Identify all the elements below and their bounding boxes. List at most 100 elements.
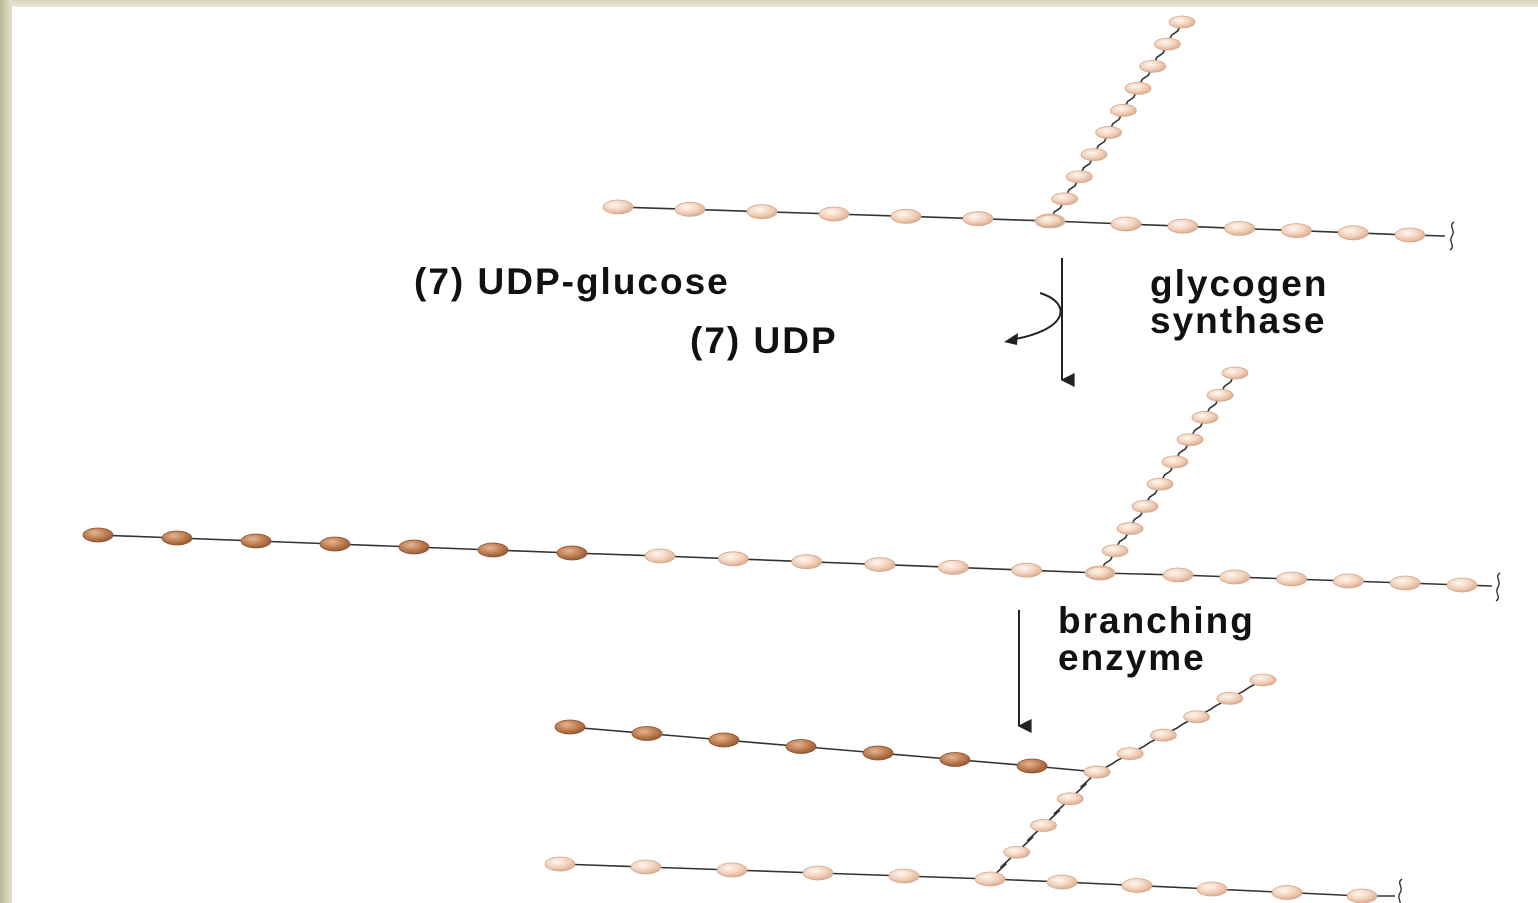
bottom-inner-branch-bond bbox=[1069, 771, 1098, 800]
reaction-arrows bbox=[1004, 258, 1075, 733]
glucose-residue bbox=[1162, 567, 1194, 583]
glucose-residue bbox=[746, 204, 778, 220]
glycogen-synthase-label-line1: glycogen bbox=[1150, 263, 1329, 304]
slide-frame-left bbox=[0, 0, 12, 903]
new-glucose-residue bbox=[319, 536, 351, 552]
glycogen-synthase-label-line2: synthase bbox=[1150, 300, 1327, 341]
udp-label: (7) UDP bbox=[690, 320, 838, 361]
slide-canvas bbox=[12, 7, 1538, 903]
glucose-residue bbox=[937, 559, 969, 575]
glucose-residue bbox=[1003, 845, 1031, 859]
glucose-residue bbox=[1139, 59, 1167, 73]
glucose-residue bbox=[630, 859, 662, 875]
glucose-residue bbox=[1030, 819, 1057, 832]
glucose-residue bbox=[1153, 37, 1181, 51]
new-glucose-residue bbox=[1016, 758, 1048, 774]
branching-enzyme-label-line2: enzyme bbox=[1058, 637, 1206, 678]
new-glucose-residue bbox=[939, 752, 971, 767]
glucose-residue bbox=[1446, 577, 1478, 593]
new-glucose-residue bbox=[631, 726, 663, 741]
glucose-residue bbox=[1221, 366, 1249, 380]
glucose-residue bbox=[1183, 710, 1210, 724]
glucose-residue bbox=[1389, 575, 1421, 591]
new-glucose-residue bbox=[708, 732, 740, 748]
glucose-residue bbox=[1271, 885, 1303, 900]
middle-chain-continuation bbox=[1495, 572, 1501, 602]
glucose-residue bbox=[717, 551, 749, 567]
glucose-residue bbox=[864, 557, 896, 572]
glucose-residue bbox=[818, 206, 850, 222]
glucose-residue bbox=[1206, 388, 1234, 402]
glucose-residue bbox=[1116, 747, 1144, 760]
glucose-residue bbox=[1161, 455, 1189, 469]
glucose-residue bbox=[974, 871, 1006, 887]
glucose-residue bbox=[1036, 214, 1064, 228]
glucose-residue bbox=[1224, 220, 1255, 236]
glucose-residue bbox=[1086, 566, 1114, 580]
new-glucose-residue bbox=[556, 545, 588, 561]
glucose-residue bbox=[1337, 225, 1369, 241]
bottom-inner-branch-bond bbox=[1042, 798, 1071, 827]
glucose-residue bbox=[1216, 692, 1244, 705]
new-glucose-residue bbox=[240, 533, 272, 549]
glucose-residue bbox=[890, 208, 922, 224]
glucose-residue bbox=[962, 211, 994, 227]
bottom-inner-branch-bond bbox=[1016, 824, 1045, 853]
glucose-residue bbox=[544, 856, 576, 872]
glucose-residue bbox=[1276, 571, 1307, 587]
glucose-residue bbox=[1109, 104, 1137, 117]
glucose-residue bbox=[1131, 499, 1159, 513]
glucose-residue bbox=[1056, 792, 1084, 806]
glucose-residue bbox=[1011, 562, 1043, 578]
glucose-residue bbox=[1168, 15, 1196, 29]
glucose-residue bbox=[1080, 148, 1108, 162]
new-glucose-residue bbox=[785, 739, 817, 754]
glucose-residue bbox=[1281, 223, 1312, 239]
new-glucose-residue bbox=[477, 542, 509, 558]
glucose-residue bbox=[1110, 216, 1142, 232]
glucose-residue bbox=[1124, 81, 1152, 95]
glucose-residue bbox=[1249, 673, 1277, 687]
glucose-residue bbox=[802, 865, 834, 881]
new-glucose-residue bbox=[554, 719, 586, 735]
glucose-residue bbox=[1176, 433, 1204, 447]
glucose-residue bbox=[1146, 477, 1174, 491]
glucose-residue bbox=[602, 199, 634, 215]
glucose-residue bbox=[716, 862, 748, 878]
glucose-residue bbox=[888, 868, 920, 884]
new-glucose-residue bbox=[82, 527, 114, 543]
glucose-residue bbox=[1346, 888, 1378, 903]
top-chain-continuation bbox=[1449, 221, 1455, 251]
glucose-residue bbox=[1051, 192, 1079, 206]
glucose-residue bbox=[1167, 218, 1199, 234]
glucose-residue bbox=[674, 201, 706, 217]
glucose-residue bbox=[1219, 569, 1251, 585]
glucose-residue bbox=[1196, 881, 1228, 897]
new-glucose-residue bbox=[161, 530, 193, 546]
glucose-residue bbox=[644, 548, 676, 564]
glucose-residue bbox=[1394, 227, 1426, 243]
bottom-inner-branch-bond bbox=[989, 851, 1018, 880]
glucose-residue bbox=[1121, 878, 1153, 893]
glucose-residue bbox=[1191, 411, 1219, 424]
branching-enzyme-label-line1: branching bbox=[1058, 600, 1255, 641]
glucose-residue bbox=[791, 554, 823, 570]
glucose-residues bbox=[82, 15, 1478, 903]
glucose-residue bbox=[1083, 765, 1111, 779]
new-glucose-residue bbox=[862, 745, 894, 761]
slide-frame-top bbox=[0, 0, 1538, 7]
udp-release-arrowhead bbox=[1004, 333, 1018, 345]
glucose-residue bbox=[1046, 874, 1078, 890]
new-glucose-residue bbox=[398, 539, 430, 555]
glucose-residue bbox=[1065, 170, 1093, 184]
glucose-residue bbox=[1116, 522, 1144, 535]
glucose-residue bbox=[1101, 544, 1129, 558]
glucose-residue bbox=[1150, 728, 1177, 742]
udp-glucose-label: (7) UDP-glucose bbox=[414, 261, 730, 302]
udp-release-arrow bbox=[1009, 292, 1062, 341]
bottom-chain-continuation bbox=[1398, 878, 1403, 903]
glucose-residue bbox=[1333, 573, 1364, 589]
glycosidic-bonds bbox=[97, 21, 1501, 903]
glucose-residue bbox=[1095, 126, 1123, 139]
